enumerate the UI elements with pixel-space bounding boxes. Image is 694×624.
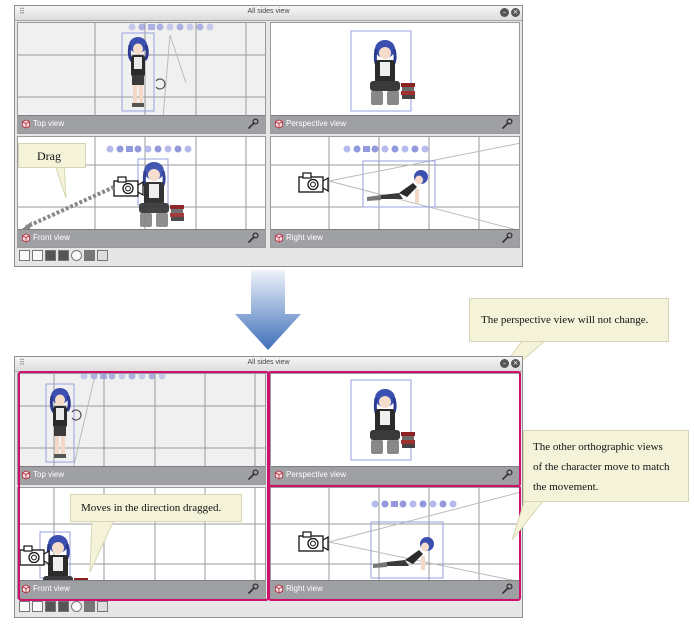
drag-label: Drag (37, 149, 61, 163)
perspective-view-label: Perspective view (286, 470, 347, 479)
right-view-bar: Right view (271, 229, 519, 247)
perspective-view-scene (350, 379, 417, 461)
right-view-pane[interactable]: Right view (270, 487, 520, 599)
cube-icon (274, 233, 284, 243)
direction-note: Moves in the direction dragged. (81, 502, 222, 514)
cube-icon (21, 119, 31, 129)
minimize-icon[interactable]: – (500, 8, 509, 17)
perspective-view-bar: Perspective view (271, 466, 519, 484)
right-view-pane[interactable]: Right view (270, 136, 520, 248)
top-view-pane[interactable]: Top view (17, 373, 266, 485)
right-view-label: Right view (286, 584, 323, 593)
wrench-icon[interactable] (247, 232, 259, 244)
front-view-pane[interactable]: Front view (17, 136, 266, 248)
close-icon[interactable]: × (511, 359, 520, 368)
camera-side-icon[interactable] (58, 601, 69, 612)
direction-callout: Moves in the direction dragged. (70, 494, 242, 522)
grip-icon[interactable]: ⠿ (19, 358, 25, 367)
window-titlebar[interactable]: ⠿ All sides view – × (15, 357, 522, 372)
top-view-scene (18, 374, 265, 469)
front-view-label: Front view (33, 233, 70, 242)
camera-front-icon[interactable] (45, 250, 56, 261)
orthographic-views-highlight-left (18, 371, 269, 601)
down-arrow (235, 270, 301, 350)
camera-front-icon[interactable] (45, 601, 56, 612)
window-title: All sides view (247, 359, 290, 366)
top-view-bar: Top view (18, 115, 265, 133)
rotate-icon[interactable] (71, 250, 82, 261)
front-view-bar: Front view (18, 229, 265, 247)
wrench-icon[interactable] (501, 232, 513, 244)
move-icon[interactable] (32, 250, 43, 261)
top-view-bar: Top view (18, 466, 265, 484)
camera-icon[interactable] (84, 601, 95, 612)
move-icon[interactable] (32, 601, 43, 612)
right-view-bar: Right view (271, 580, 519, 598)
right-view-scene (271, 488, 519, 583)
cube-icon (21, 233, 31, 243)
minimize-icon[interactable]: – (500, 359, 509, 368)
top-view-pane[interactable]: Top view (17, 22, 266, 134)
right-view-label: Right view (286, 233, 323, 242)
wrench-icon[interactable] (501, 118, 513, 130)
grip-icon[interactable]: ⠿ (19, 7, 25, 16)
perspective-callout: The perspective view will not change. (469, 298, 669, 342)
ortho-callout: The other orthographic views of the char… (523, 430, 689, 502)
perspective-view-pane[interactable]: Perspective view (270, 22, 520, 134)
perspective-view-pane[interactable]: Perspective view (270, 373, 520, 485)
grid-icon[interactable] (19, 250, 30, 261)
orthographic-views-highlight-right (268, 485, 521, 601)
grid-icon[interactable] (19, 601, 30, 612)
perspective-view-highlight (268, 371, 521, 487)
perspective-view-label: Perspective view (286, 119, 347, 128)
drag-callout: Drag (18, 143, 86, 168)
pan-icon[interactable] (97, 601, 108, 612)
rotate-icon[interactable] (71, 601, 82, 612)
ortho-note-line-3: the movement. (533, 481, 599, 493)
right-view-scene (271, 137, 519, 232)
cube-icon (274, 119, 284, 129)
front-view-label: Front view (33, 584, 70, 593)
perspective-note: The perspective view will not change. (481, 314, 649, 326)
top-view-label: Top view (33, 470, 65, 479)
top-view-scene (18, 23, 265, 118)
pan-icon[interactable] (97, 250, 108, 261)
window-title: All sides view (247, 8, 290, 15)
wrench-icon[interactable] (247, 118, 259, 130)
window-titlebar[interactable]: ⠿ All sides view – × (15, 6, 522, 21)
perspective-view-scene (350, 30, 417, 112)
ortho-callout-tail (511, 490, 553, 541)
top-view-label: Top view (33, 119, 65, 128)
ortho-note-line-2: of the character move to match (533, 461, 670, 473)
perspective-view-bar: Perspective view (271, 115, 519, 133)
front-view-bar: Front view (18, 580, 265, 598)
close-icon[interactable]: × (511, 8, 520, 17)
ortho-note-line-1: The other orthographic views (533, 441, 663, 453)
all-sides-view-panel: ⠿ All sides view – × Top view (14, 5, 523, 267)
camera-side-icon[interactable] (58, 250, 69, 261)
camera-icon[interactable] (84, 250, 95, 261)
